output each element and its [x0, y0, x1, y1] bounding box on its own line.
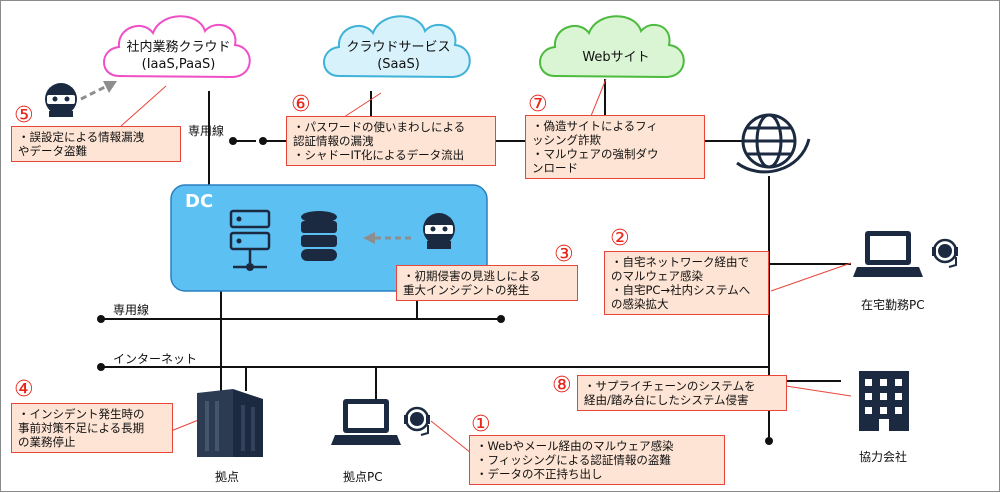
risk-note-5: ・誤設定による情報漏洩やデータ盗難 — [11, 126, 181, 162]
connector-7 — [590, 78, 607, 117]
connector-8 — [785, 385, 852, 397]
risk-number-6: ⑥ — [291, 92, 311, 117]
globe-icon — [736, 113, 811, 174]
connector-2 — [770, 262, 852, 292]
risk-number-1: ① — [471, 412, 491, 437]
risk-number-7: ⑦ — [528, 92, 548, 117]
risk-note-2: ・自宅ネットワーク経由でのマルウェア感染・自宅PC→社内システムへの感染拡大 — [604, 251, 769, 315]
cloud-web — [539, 15, 685, 79]
risk-note-3: ・初期侵害の見逃しによる重大インシデントの発生 — [396, 265, 578, 301]
connector-4 — [170, 418, 202, 432]
label-partner: 協力会社 — [859, 450, 908, 464]
building-icon-site — [197, 389, 263, 457]
laptop-icon-site — [331, 399, 401, 445]
risk-note-8: ・サプライチェーンのシステムを経由/踏み台にしたシステム侵害 — [577, 375, 787, 411]
connector-5 — [120, 85, 167, 127]
operator-icon-site — [404, 406, 430, 436]
line-label-internet: インターネット — [113, 352, 198, 366]
hacker-icon-top — [45, 83, 77, 117]
attack-arrow-dc — [363, 232, 411, 244]
risk-note-4: ・インシデント発生時の事前対策不足による長期の業務停止 — [11, 403, 173, 453]
database-icon — [301, 211, 337, 261]
label-site-pc: 拠点PC — [343, 470, 383, 484]
cloud-internal-label: 社内業務クラウド (IaaS,PaaS) — [126, 40, 231, 72]
hacker-icon-dc — [423, 213, 455, 249]
dc-title: DC — [185, 191, 214, 212]
line-label-private-bottom: 専用線 — [113, 303, 150, 317]
risk-note-7: ・偽造サイトによるフィッシング詐欺・マルウェアの強制ダウンロード — [525, 115, 705, 179]
risk-number-4: ④ — [14, 377, 34, 402]
label-home-pc: 在宅勤務PC — [861, 298, 925, 312]
building-icon-partner — [859, 371, 909, 431]
risk-number-8: ⑧ — [552, 373, 572, 398]
cloud-saas-label: クラウドサービス (SaaS) — [346, 40, 451, 72]
cloud-web-label: Webサイト — [582, 50, 650, 65]
line-label-private-top: 専用線 — [188, 124, 225, 138]
attack-arrow-top — [80, 81, 117, 101]
risk-note-1: ・Webやメール経由のマルウェア感染・フィッシングによる認証情報の盗難・データの… — [469, 435, 725, 485]
risk-number-3: ③ — [554, 242, 574, 267]
cloud-saas — [323, 15, 471, 79]
risk-note-6: ・パスワードの使いまわしによる認証情報の漏洩・シャドーIT化によるデータ流出 — [286, 116, 496, 166]
cloud-internal — [103, 15, 251, 79]
risk-number-2: ② — [610, 226, 630, 251]
operator-icon-home — [932, 238, 958, 268]
connector-1 — [430, 420, 472, 454]
risk-number-5: ⑤ — [14, 103, 34, 128]
label-site: 拠点 — [215, 470, 240, 484]
laptop-icon-home — [853, 231, 923, 277]
connector-6 — [340, 92, 382, 120]
